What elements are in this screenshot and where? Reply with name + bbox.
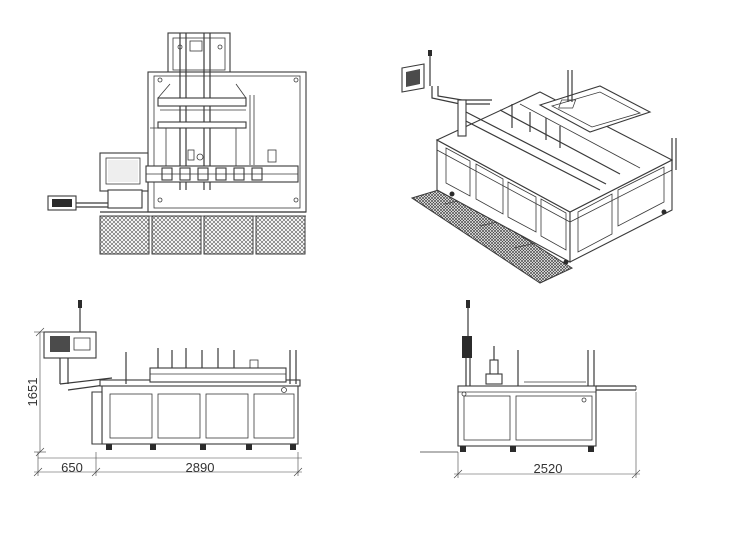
side-view-dimensions: 2520 [453, 392, 641, 479]
dimension-width-650: 650 [61, 460, 83, 475]
isometric-view [401, 50, 677, 284]
side-view [420, 300, 637, 453]
dimension-width-2890: 2890 [186, 460, 215, 475]
front-view-dimensions: 1651 650 2890 [25, 327, 303, 477]
top-view [47, 32, 307, 255]
front-view [43, 300, 301, 450]
dimension-height-1651: 1651 [25, 378, 40, 407]
dimension-width-2520: 2520 [534, 461, 563, 476]
